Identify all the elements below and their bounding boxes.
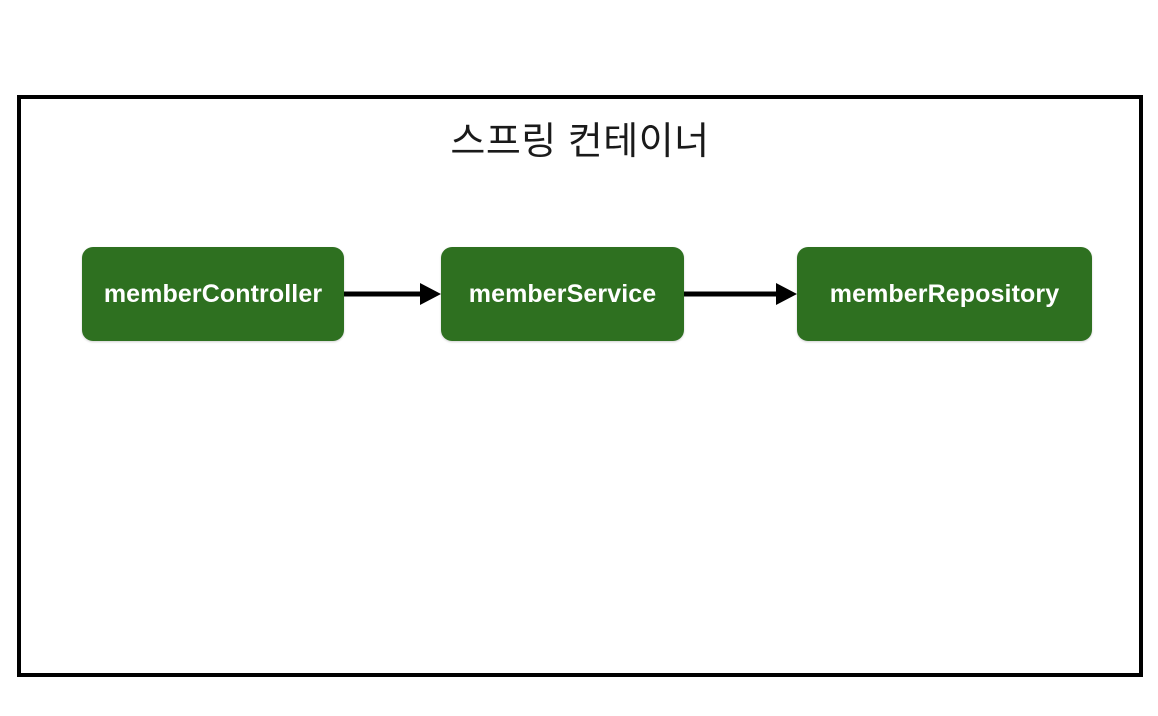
arrow-service-to-repository-glyph <box>684 283 797 305</box>
bean-node-member-repository[interactable]: memberRepository <box>797 247 1092 341</box>
bean-label-member-controller: memberController <box>103 279 323 308</box>
bean-node-member-controller[interactable]: memberController <box>82 247 344 341</box>
bean-label-member-service: memberService <box>468 279 657 308</box>
spring-container-title: 스프링 컨테이너 <box>450 121 710 163</box>
bean-node-member-service[interactable]: memberService <box>441 247 684 341</box>
arrow-controller-to-service <box>344 274 441 314</box>
arrow-service-to-repository <box>684 274 797 314</box>
spring-container-frame: 스프링 컨테이너 memberController memberService … <box>17 95 1143 677</box>
arrow-controller-to-service-glyph <box>344 283 441 305</box>
bean-label-member-repository: memberRepository <box>829 279 1060 308</box>
